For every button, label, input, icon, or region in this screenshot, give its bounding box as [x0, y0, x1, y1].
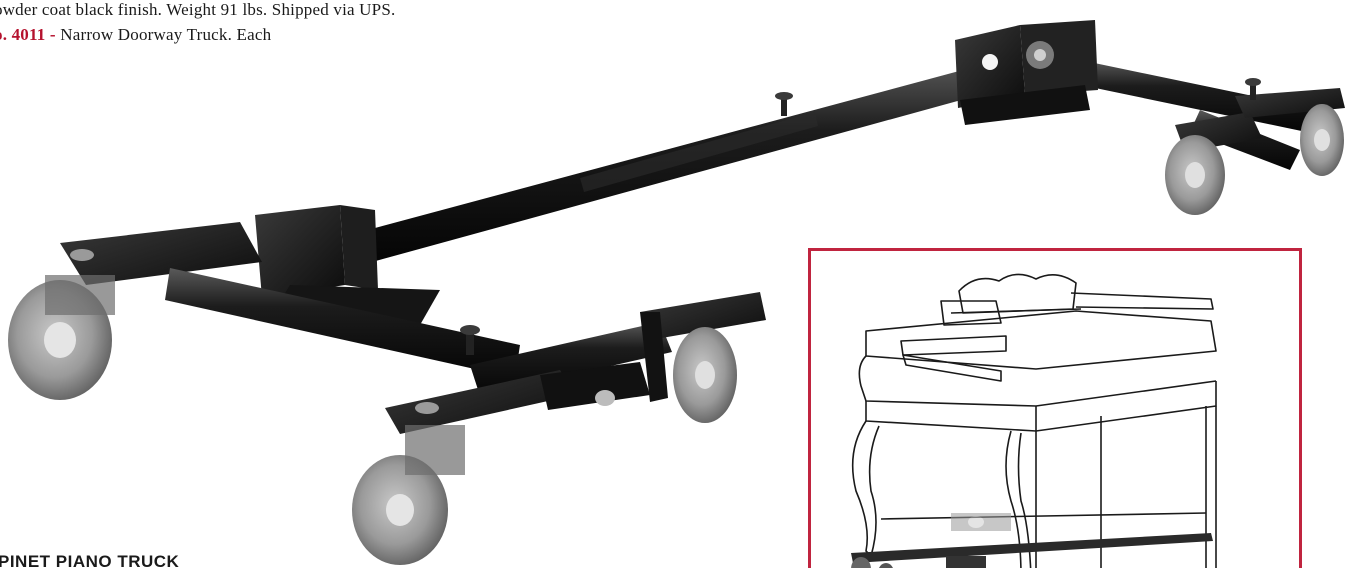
- front-caster-wheel: [352, 402, 465, 565]
- front-right-bracket: [640, 292, 766, 402]
- adjust-knob-right: [1245, 78, 1261, 100]
- description-text: owder coat black finish. Weight 91 lbs. …: [0, 0, 396, 19]
- front-bottom-plate: [385, 362, 650, 434]
- right-caster-wheel-front: [1165, 135, 1225, 215]
- adjust-knob-top: [775, 92, 793, 116]
- description-line-item: o. 4011 - Narrow Doorway Truck. Each: [0, 25, 271, 45]
- spinet-piano-illustration: [851, 273, 1217, 568]
- right-bracket: [955, 20, 1098, 125]
- adjust-knob-front: [460, 325, 480, 355]
- description-line-weight: owder coat black finish. Weight 91 lbs. …: [0, 0, 395, 20]
- item-name: Narrow Doorway Truck. Each: [55, 25, 272, 44]
- right-caster-wheel-rear: [1300, 104, 1344, 176]
- left-platform: [60, 222, 262, 285]
- main-tube: [360, 60, 1012, 262]
- inset-illustration-frame: [808, 248, 1302, 568]
- front-right-caster-wheel: [673, 327, 737, 423]
- left-caster-wheel: [8, 249, 115, 400]
- item-number: o. 4011 -: [0, 25, 56, 44]
- lower-left-tube: [165, 268, 672, 396]
- section-heading: PINET PIANO TRUCK: [0, 552, 180, 568]
